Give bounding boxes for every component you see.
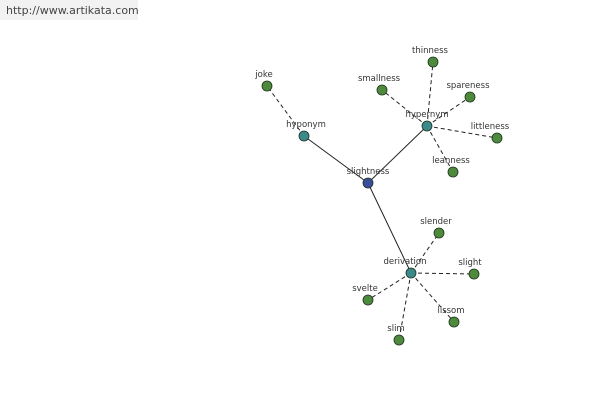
edge-hypernym-thinness — [426, 61, 434, 127]
node-slender[interactable] — [433, 227, 445, 239]
edge-hypernym-littleness — [426, 125, 498, 139]
edge-center-hyponym — [303, 135, 369, 184]
node-leanness[interactable] — [447, 166, 459, 178]
node-hypernym[interactable] — [421, 120, 433, 132]
node-joke[interactable] — [261, 80, 273, 92]
graph-edges — [266, 61, 498, 341]
node-slight[interactable] — [468, 268, 480, 280]
label-slim: slim — [387, 324, 404, 334]
node-svelte[interactable] — [362, 294, 374, 306]
label-slight: slight — [458, 258, 482, 268]
label-hyponym: hyponym — [286, 120, 326, 130]
edge-center-hypernym — [367, 125, 428, 184]
node-thinness[interactable] — [427, 56, 439, 68]
label-leanness: leanness — [432, 156, 470, 166]
graph-labels: slightness hyponym hypernym derivation joke t… — [254, 46, 510, 334]
node-smallness[interactable] — [376, 84, 388, 96]
label-thinness: thinness — [412, 46, 449, 56]
label-derivation: derivation — [383, 257, 426, 267]
edge-derivation-slim — [398, 272, 412, 341]
node-hyponym[interactable] — [298, 130, 310, 142]
node-lissom[interactable] — [448, 316, 460, 328]
label-slender: slender — [420, 217, 452, 227]
label-hypernym: hypernym — [405, 110, 448, 120]
source-url-bar: http://www.artikata.com — [0, 0, 139, 20]
node-derivation[interactable] — [405, 267, 417, 279]
edge-derivation-slender — [410, 232, 440, 274]
label-lissom: lissom — [437, 306, 464, 316]
edge-derivation-svelte — [367, 272, 412, 301]
edge-derivation-slight — [410, 272, 475, 275]
source-url[interactable]: http://www.artikata.com — [6, 4, 139, 17]
label-joke: joke — [254, 70, 272, 80]
label-svelte: svelte — [352, 284, 378, 294]
edge-derivation-lissom — [410, 272, 455, 323]
edge-hypernym-leanness — [426, 125, 454, 173]
node-spareness[interactable] — [464, 91, 476, 103]
edge-hyponym-joke — [266, 85, 305, 137]
label-smallness: smallness — [358, 74, 401, 84]
edge-hypernym-spareness — [426, 96, 471, 127]
edge-center-derivation — [367, 182, 412, 274]
label-littleness: littleness — [471, 122, 510, 132]
label-spareness: spareness — [446, 81, 490, 91]
edge-hypernym-smallness — [381, 89, 428, 127]
graph-nodes — [261, 56, 503, 346]
node-slim[interactable] — [393, 334, 405, 346]
node-center[interactable] — [362, 177, 374, 189]
node-littleness[interactable] — [491, 132, 503, 144]
label-center: slightness — [347, 167, 390, 177]
